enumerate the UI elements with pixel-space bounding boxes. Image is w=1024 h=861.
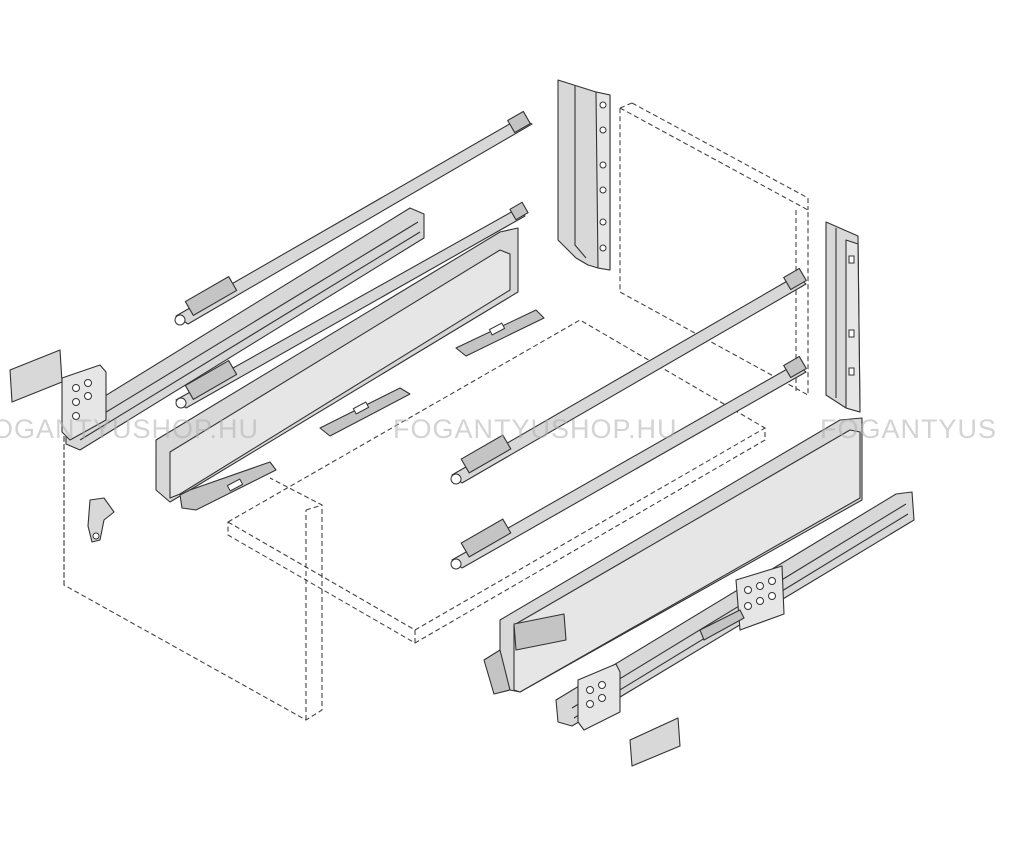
back-bracket-left [557,79,611,271]
drawer-back-panel-outline [619,102,809,396]
cabinet-side-panel-outline [63,405,323,721]
drawer-side-right [483,417,863,695]
gallery-rail-lower-left [175,201,529,409]
drawer-bottom-outline [227,319,766,644]
runner-right [555,491,915,731]
back-bracket-right [825,221,861,413]
gallery-rail-upper-left [174,110,533,326]
runner-left [61,207,425,451]
mounting-clip [87,497,115,543]
gallery-rail-upper-right [450,267,807,485]
cover-cap-right [629,717,681,767]
gallery-rail-lower-right [450,355,807,570]
drawer-side-left [155,227,545,511]
cover-cap-left [9,349,63,403]
